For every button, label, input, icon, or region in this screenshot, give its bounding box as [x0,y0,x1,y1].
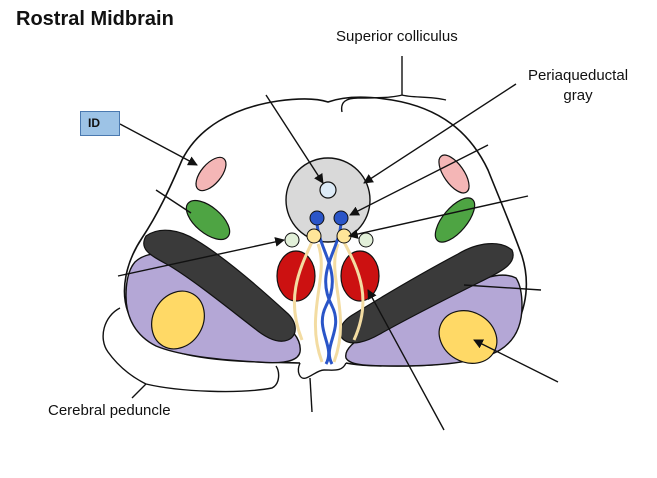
arrow-periaqueductal [363,83,517,184]
left-pale-green-dot [284,232,300,248]
periaqueductal-label-line2: gray [563,87,593,104]
right-pink-nucleus [438,154,470,194]
right-small-yellow-dot [336,228,352,244]
left-dark-band [143,229,296,342]
periaqueductal-gray [285,157,371,243]
arrow-left-green [155,189,192,214]
left-green-nucleus [185,199,231,241]
arrow-right-yellow-dot [348,195,529,239]
diagram-title: Rostral Midbrain [16,8,174,30]
cerebral-peduncle-label: Cerebral peduncle [48,402,171,419]
blue-fiber-right [324,221,343,365]
left-red-nucleus [276,250,316,302]
periaqueductal-label-line1: Periaqueductal [527,67,629,84]
cream-fiber-right-inner [332,243,343,363]
superior-colliculus-label: Superior colliculus [336,28,458,45]
right-pale-green-dot [358,232,374,248]
right-blue-dot [333,210,349,226]
arrow-right-red [367,289,445,431]
interpeduncular-notch [297,362,347,379]
cream-fiber-left-outer [292,241,314,341]
arrow-id [119,123,198,166]
right-yellow-nucleus [438,310,498,364]
cerebral-aqueduct [319,181,337,199]
arrow-right-yellow [473,339,559,383]
blue-fiber-left [315,221,334,365]
arrow-left-pale-green [117,237,285,277]
cerebral-peduncle-bracket [102,307,280,399]
arrow-right-blue [349,144,489,216]
cream-fiber-left-inner [313,243,324,363]
arrow-right-dark-band [463,284,542,291]
cream-fiber-right-outer [342,241,365,341]
right-green-nucleus [434,197,476,243]
superior-colliculus-bracket [340,56,403,113]
left-yellow-nucleus [151,290,205,350]
left-small-yellow-dot [306,228,322,244]
left-blue-dot [309,210,325,226]
left-pink-nucleus [195,156,227,192]
periaqueductal-gray-label: Periaqueductal gray [522,66,634,106]
id-label-box[interactable]: ID [80,111,120,136]
arrow-aqueduct [265,94,324,184]
